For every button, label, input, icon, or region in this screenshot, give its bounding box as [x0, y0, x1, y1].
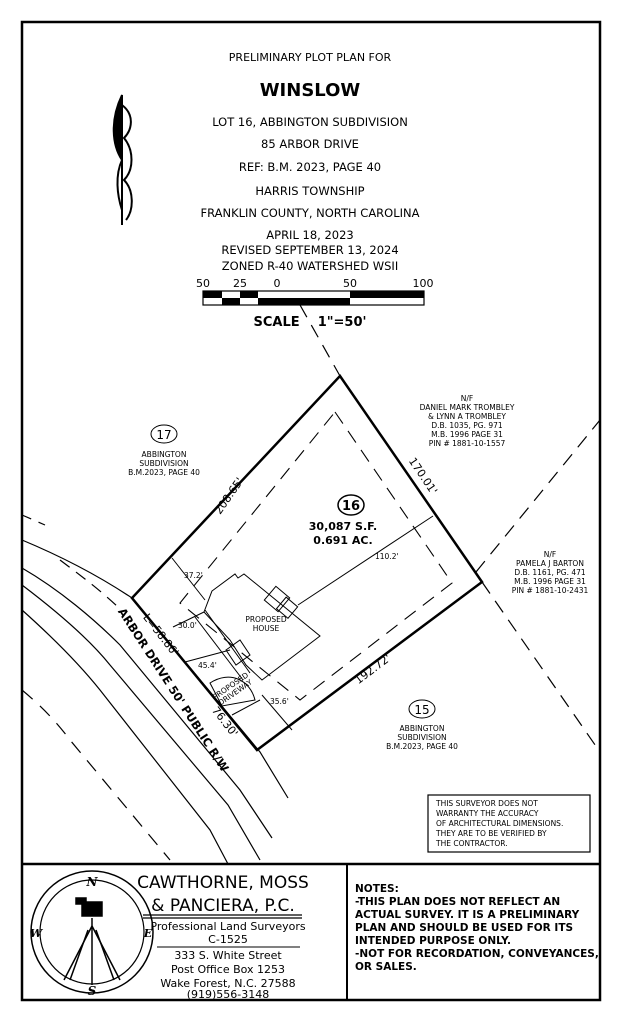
- firm-address: 333 S. White Street: [174, 949, 282, 962]
- proposed-house: [171, 515, 434, 731]
- trombley-text: & LYNN A TROMBLEY: [428, 412, 506, 421]
- barton-text: D.B. 1161, PG. 471: [514, 568, 586, 577]
- note-line: OR SALES.: [355, 961, 417, 973]
- pre-title: PRELIMINARY PLOT PLAN FOR: [229, 51, 392, 64]
- firm-address: Post Office Box 1253: [171, 963, 285, 976]
- surveyor-compass-logo: [30, 870, 154, 994]
- lot-number-circle: [337, 494, 365, 516]
- barton-text: N/F: [544, 550, 556, 559]
- dimension-southeast: 192.72': [352, 652, 393, 687]
- lot-area-sf: 30,087 S.F.: [309, 520, 377, 533]
- lot-17-number: 17: [156, 428, 171, 442]
- notes-title: NOTES:: [355, 883, 399, 895]
- disclaimer-line: WARRANTY THE ACCURACY: [436, 809, 539, 818]
- scale-tick: 50: [343, 277, 357, 290]
- header-line: APRIL 18, 2023: [266, 228, 353, 242]
- lot-number: 16: [342, 499, 360, 514]
- lot-17-text: ABBINGTON: [142, 450, 187, 459]
- note-line: -THIS PLAN DOES NOT REFLECT AN: [355, 896, 560, 908]
- header-line: REF: B.M. 2023, PAGE 40: [239, 160, 381, 174]
- firm-name-line2: & PANCIERA, P.C.: [151, 896, 295, 916]
- theodolite-icon: [63, 897, 121, 985]
- trombley-text: DANIEL MARK TROMBLEY: [420, 403, 515, 412]
- lot-17-text: SUBDIVISION: [139, 459, 188, 468]
- barton-text: PAMELA J BARTON: [516, 559, 584, 568]
- header-line: FRANKLIN COUNTY, NORTH CAROLINA: [200, 206, 419, 220]
- lot-area-ac: 0.691 AC.: [313, 534, 372, 547]
- lot-boundary: [130, 374, 484, 752]
- lot-17-circle: [150, 424, 178, 444]
- trombley-text: N/F: [461, 394, 473, 403]
- dimension-setback-rear: 110.2': [375, 552, 399, 561]
- header-line: HARRIS TOWNSHIP: [255, 184, 364, 198]
- firm-license: C-1525: [208, 933, 248, 946]
- header-line: ZONED R-40 WATERSHED WSII: [222, 259, 398, 273]
- dimension-northwest: 208.65': [212, 475, 246, 516]
- dimension-setback: 30.0': [178, 621, 197, 630]
- scale-tick: 100: [413, 277, 434, 290]
- dimension-setback: 35.6': [270, 697, 289, 706]
- compass-west: W: [30, 927, 44, 940]
- house-label: HOUSE: [253, 624, 280, 633]
- lot-17-text: B.M.2023, PAGE 40: [128, 468, 200, 477]
- trombley-text: M.B. 1996 PAGE 31: [431, 430, 503, 439]
- firm-subtitle: Professional Land Surveyors: [150, 920, 305, 933]
- disclaimer-box: [427, 794, 591, 853]
- setback-lines: [179, 411, 453, 701]
- dimension-northeast: 170.01': [406, 455, 440, 497]
- firm-name-line1: CAWTHORNE, MOSS: [137, 873, 309, 893]
- compass-east: E: [143, 927, 153, 940]
- house-label: PROPOSED: [245, 615, 287, 624]
- compass-south: S: [88, 984, 97, 998]
- trombley-text: D.B. 1035, PG. 971: [431, 421, 503, 430]
- dimension-setback: 45.4': [198, 661, 217, 670]
- note-line: ACTUAL SURVEY. IT IS A PRELIMINARY: [355, 909, 580, 921]
- scale-label: SCALE 1"=50': [253, 315, 366, 330]
- scale-tick: 0: [274, 277, 281, 290]
- scale-tick: 25: [233, 277, 247, 290]
- disclaimer-line: THEY ARE TO BE VERIFIED BY: [435, 829, 547, 838]
- north-arrow-icon: [112, 94, 133, 225]
- note-line: -NOT FOR RECORDATION, CONVEYANCES,: [355, 948, 599, 960]
- disclaimer-line: THIS SURVEYOR DOES NOT: [435, 799, 538, 808]
- header-line: LOT 16, ABBINGTON SUBDIVISION: [212, 115, 408, 129]
- note-line: PLAN AND SHOULD BE USED FOR ITS: [355, 922, 573, 934]
- note-line: INTENDED PURPOSE ONLY.: [355, 935, 511, 947]
- barton-text: M.B. 1996 PAGE 31: [514, 577, 586, 586]
- scale-bar: 50 25 0 50 100 SCALE 1"=50': [196, 277, 434, 330]
- disclaimer-line: THE CONTRACTOR.: [435, 839, 508, 848]
- trombley-text: PIN # 1881-10-1557: [429, 439, 506, 448]
- road-right-of-way: [21, 514, 289, 865]
- scale-tick: 50: [196, 277, 210, 290]
- disclaimer-line: OF ARCHITECTURAL DIMENSIONS.: [436, 819, 563, 828]
- sheet-border: [20, 20, 602, 1002]
- lot-15-circle: [408, 699, 436, 719]
- header-line: 85 ARBOR DRIVE: [261, 137, 359, 151]
- lot-15-number: 15: [414, 703, 429, 717]
- header-line: REVISED SEPTEMBER 13, 2024: [221, 243, 398, 257]
- adjoining-lot-lines: [299, 304, 601, 753]
- client-title: WINSLOW: [260, 80, 361, 101]
- firm-phone: (919)556-3148: [187, 988, 270, 1001]
- compass-north: N: [86, 875, 99, 889]
- firm-address: Wake Forest, N.C. 27588: [160, 977, 295, 990]
- lot-15-text: ABBINGTON: [400, 724, 445, 733]
- lot-15-text: SUBDIVISION: [397, 733, 446, 742]
- barton-text: PIN # 1881-10-2431: [512, 586, 589, 595]
- lot-15-text: B.M.2023, PAGE 40: [386, 742, 458, 751]
- dimension-setback: 37.2': [184, 571, 203, 580]
